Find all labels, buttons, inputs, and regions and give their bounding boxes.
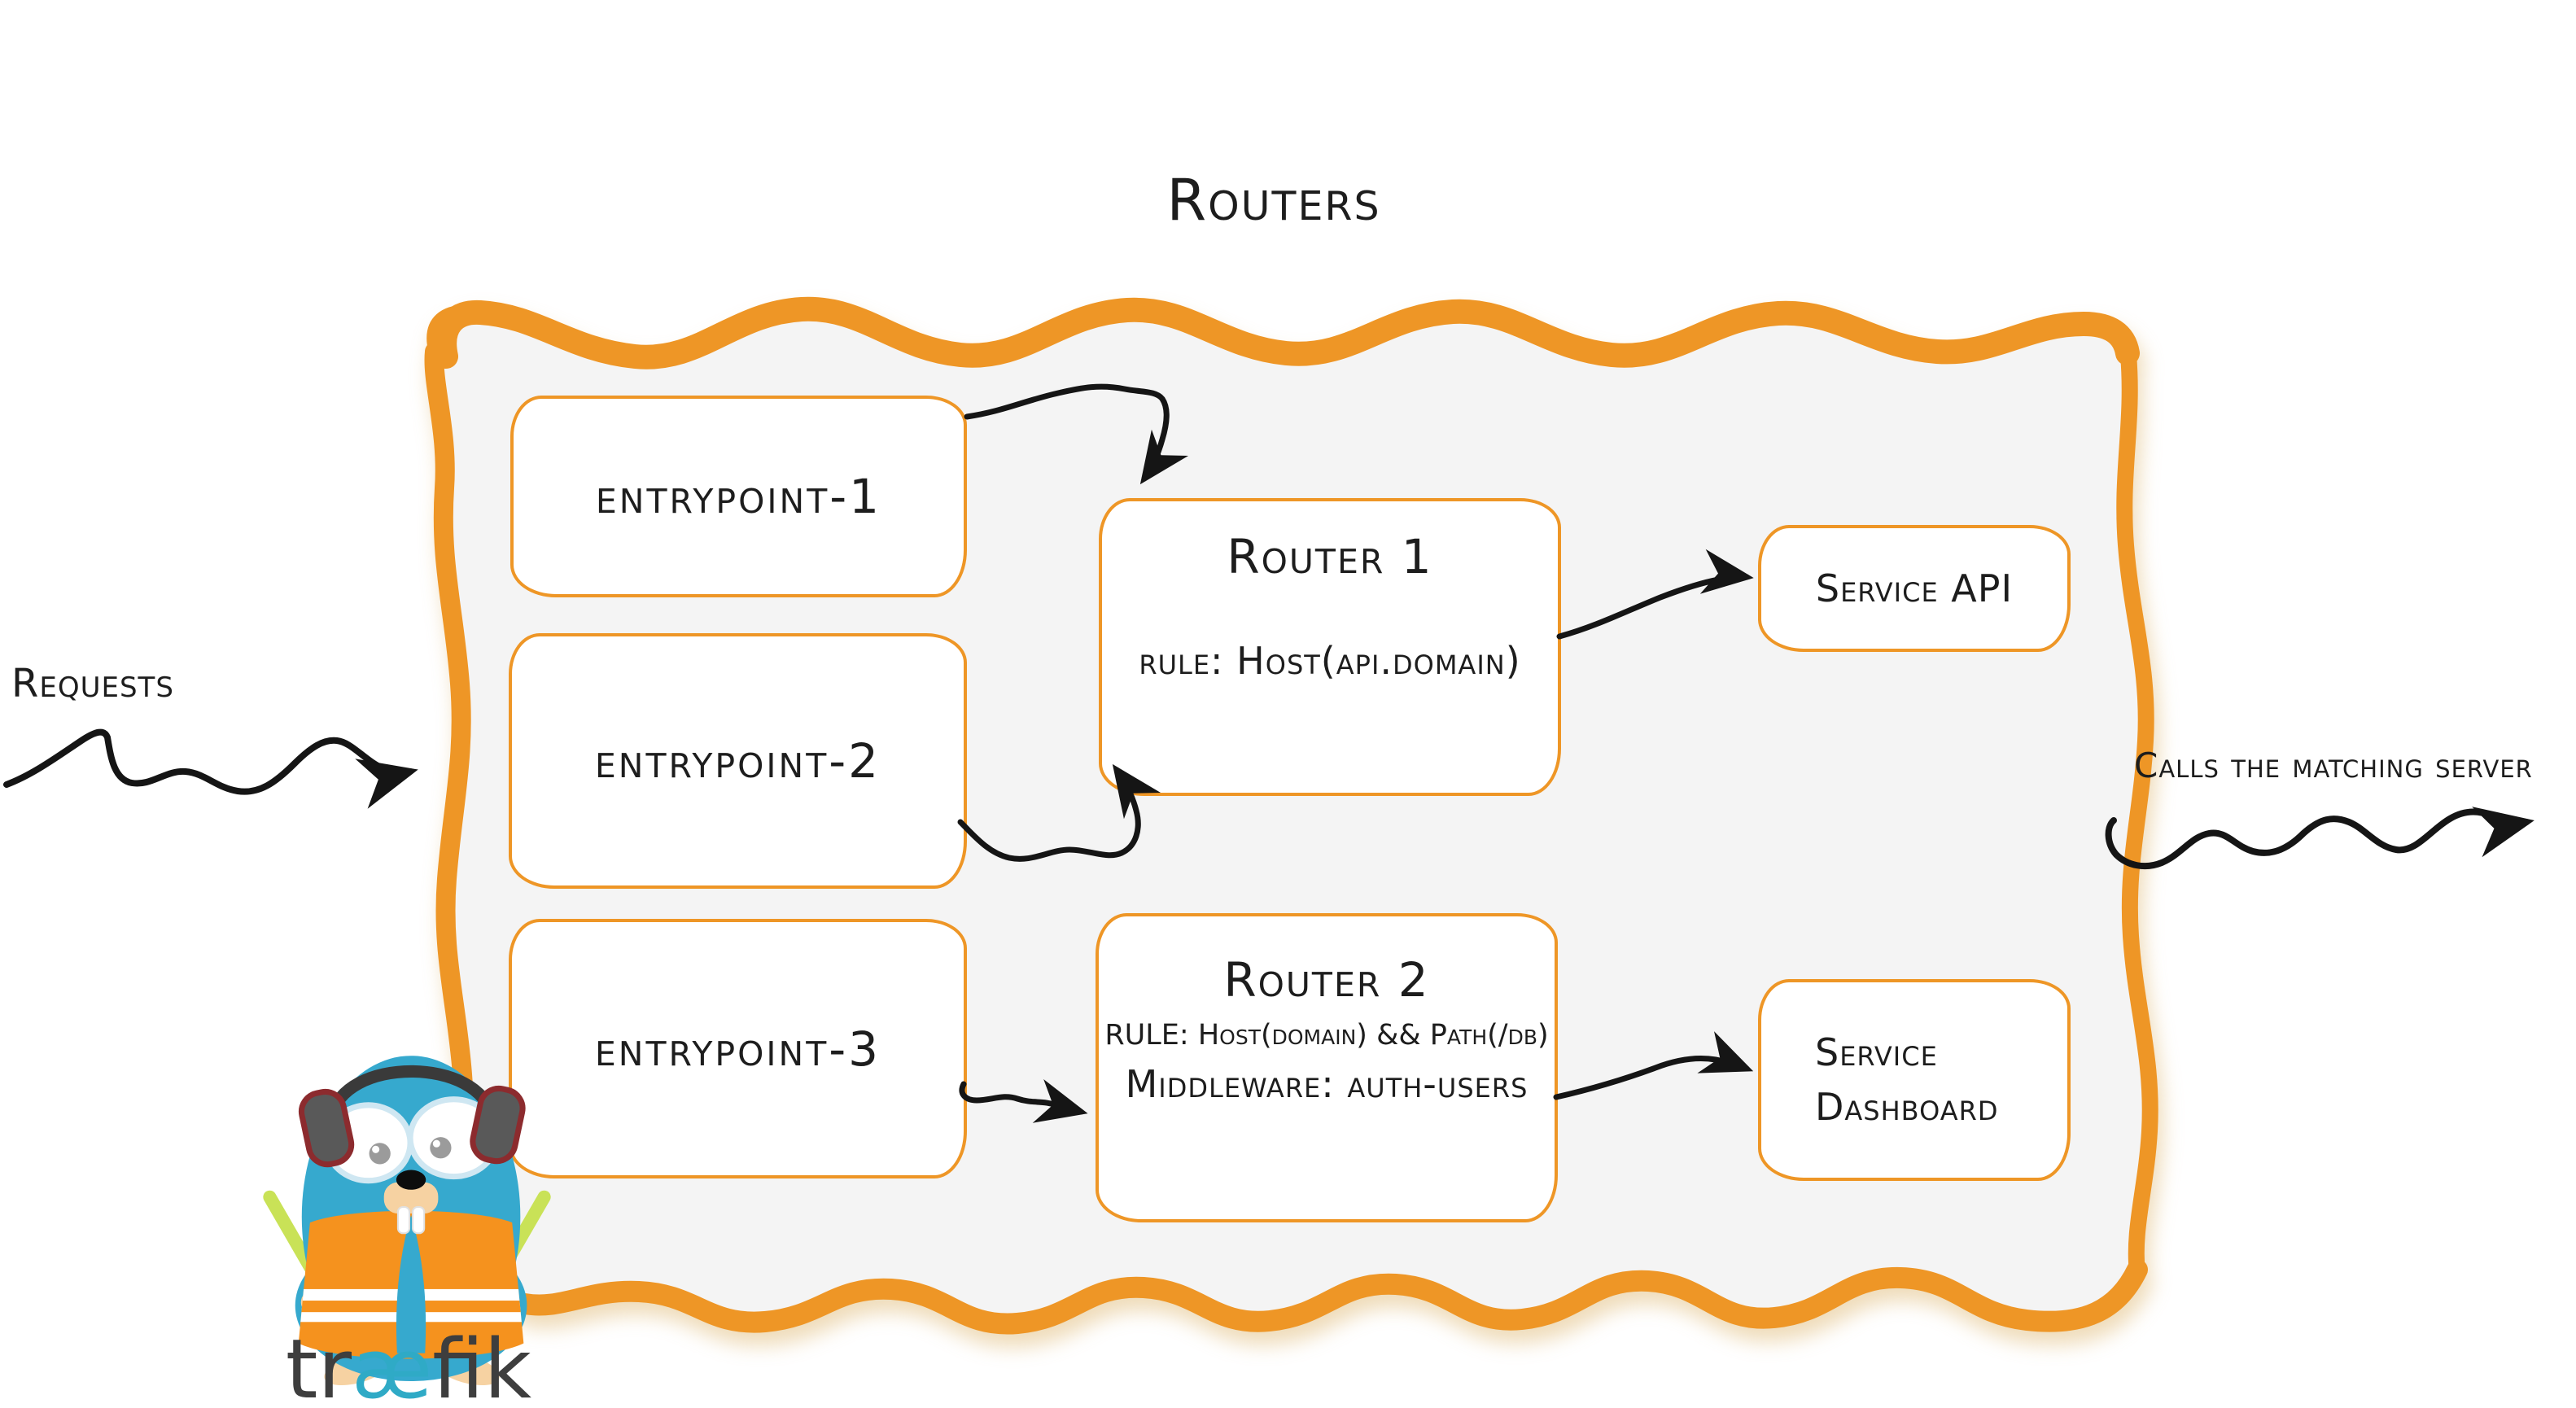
gopher-safety-vest: [298, 1210, 524, 1359]
entrypoint-3-box: entrypoint-3: [509, 919, 967, 1178]
entrypoint-1-box: entrypoint-1: [510, 396, 967, 597]
entrypoint-1-label: entrypoint-1: [595, 469, 882, 524]
entrypoint-2-box: entrypoint-2: [509, 633, 967, 889]
entrypoint-3-label: entrypoint-3: [594, 1021, 881, 1077]
router-2-rule: RULE: Host(domain) && Path(/db): [1104, 1019, 1549, 1052]
service-dashboard-box: Service Dashboard: [1758, 979, 2071, 1181]
gopher-headphones: [298, 1065, 526, 1168]
gopher-muzzle: [383, 1182, 439, 1214]
service-api-label: Service API: [1815, 566, 2014, 610]
traefik-wordmark: træfik: [286, 1321, 532, 1408]
router-1-rule: rule: Host(api.domain): [1139, 639, 1521, 683]
router-1-box: Router 1 rule: Host(api.domain): [1099, 498, 1561, 796]
calls-matching-server-label: Calls the matching server: [2134, 746, 2533, 785]
traefik-logo: træfik: [263, 1056, 551, 1408]
router-2-title: Router 2: [1223, 952, 1430, 1008]
page-title: Routers: [1166, 167, 1381, 234]
requests-label: Requests: [11, 661, 174, 706]
router-1-title: Router 1: [1227, 529, 1433, 584]
gopher-teeth: [396, 1205, 426, 1235]
entrypoint-2-label: entrypoint-2: [594, 733, 881, 789]
service-api-box: Service API: [1758, 525, 2071, 652]
container-bottom-brush: [514, 1259, 2148, 1335]
container-top-brush: [432, 296, 2140, 369]
router-2-box: Router 2 RULE: Host(domain) && Path(/db)…: [1096, 913, 1558, 1222]
router-2-middleware: Middleware: auth-users: [1125, 1062, 1529, 1106]
gopher-nose: [396, 1170, 426, 1190]
service-dashboard-label: Service Dashboard: [1815, 1030, 1999, 1129]
